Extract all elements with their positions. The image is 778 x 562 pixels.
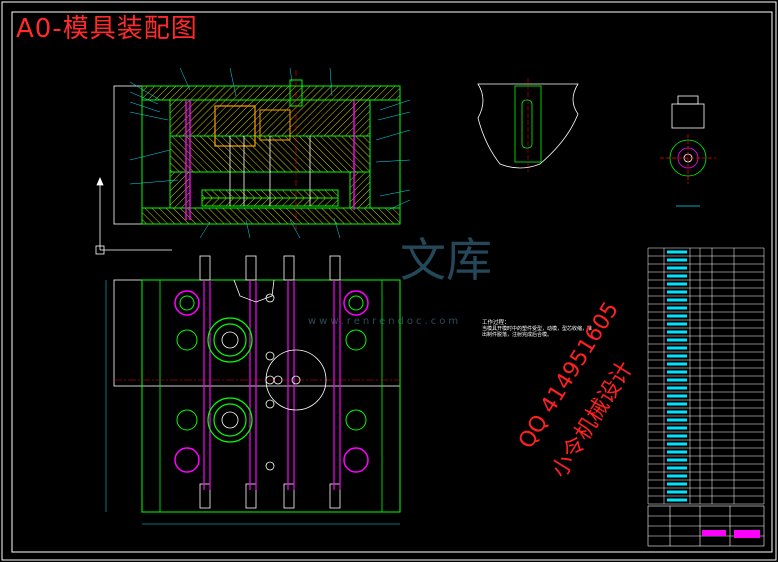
- parts-list-row: [667, 426, 687, 430]
- parts-list-row: [667, 474, 687, 478]
- parts-list-row: [667, 450, 687, 454]
- parts-list-row: [667, 402, 687, 406]
- drawing-frame-inner: [11, 11, 773, 553]
- section-view: [95, 67, 411, 255]
- title-block: [647, 505, 765, 547]
- parts-list-row: [667, 314, 687, 318]
- parts-list-row: [667, 322, 687, 326]
- parts-list-row: [667, 266, 687, 270]
- watermark-brand: 文库: [400, 233, 492, 287]
- parts-list-row: [667, 378, 687, 382]
- detail-view-slot: [477, 78, 579, 172]
- parts-list-row: [667, 346, 687, 350]
- parts-list-row: [667, 490, 687, 494]
- parts-list-row: [667, 458, 687, 462]
- parts-list-row: [667, 370, 687, 374]
- parts-list-row: [667, 466, 687, 470]
- drawing-title: A0-模具装配图: [16, 14, 198, 44]
- parts-list-row: [667, 410, 687, 414]
- ucs-axis-icon: [95, 176, 172, 255]
- parts-list-row: [667, 330, 687, 334]
- parts-list-row: [667, 386, 687, 390]
- parts-list-row: [667, 434, 687, 438]
- parts-list-table: [647, 247, 765, 505]
- watermark-url: www.renrendoc.com: [308, 316, 462, 327]
- detail-view-part: [660, 95, 716, 207]
- parts-list-row: [667, 258, 687, 262]
- technical-notes-heading: 工作过程：: [482, 320, 510, 326]
- technical-notes: 工作过程： 当模具开模时中的塑件受型，动模，型芯收缩，推出制件脱落，注射完成后合…: [482, 320, 592, 338]
- parts-list-row: [667, 338, 687, 342]
- parts-list-row: [667, 290, 687, 294]
- parts-list-row: [667, 442, 687, 446]
- parts-list-row: [667, 482, 687, 486]
- technical-notes-text: 当模具开模时中的塑件受型，动模，型芯收缩，推出制件脱落，注射完成后合模。: [482, 326, 593, 338]
- parts-list-row: [667, 498, 687, 502]
- parts-list-row: [667, 250, 687, 254]
- parts-list-row: [667, 298, 687, 302]
- parts-list-row: [667, 274, 687, 278]
- parts-list-row: [667, 394, 687, 398]
- parts-list-row: [667, 362, 687, 366]
- parts-list-row: [667, 418, 687, 422]
- parts-list-row: [667, 282, 687, 286]
- plan-view: [105, 255, 401, 525]
- parts-list-row: [667, 306, 687, 310]
- parts-list-row: [667, 354, 687, 358]
